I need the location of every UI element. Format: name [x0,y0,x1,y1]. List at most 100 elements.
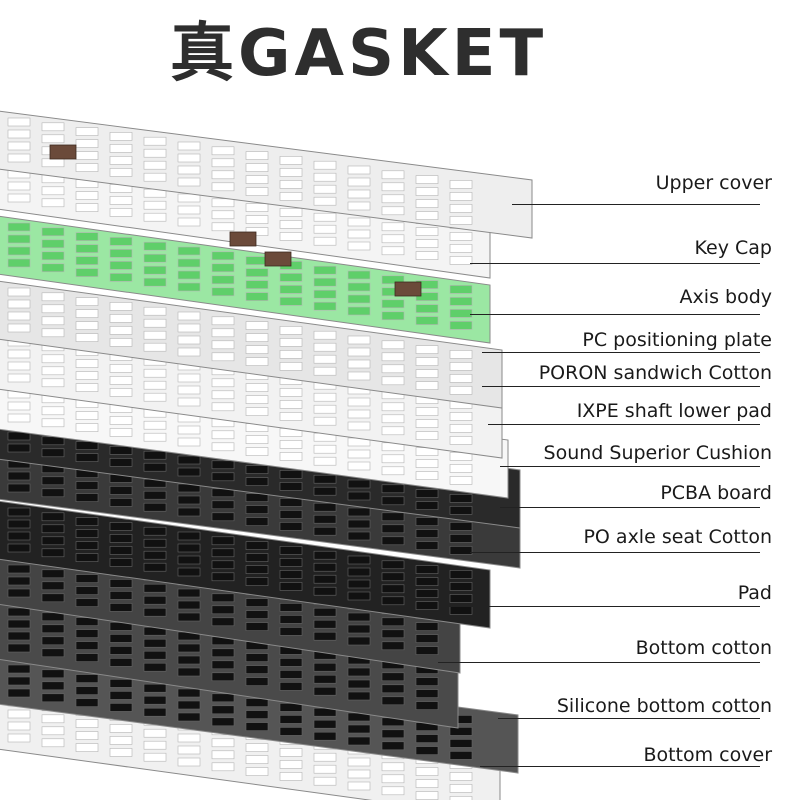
hole [109,486,133,495]
key [211,146,235,156]
key [143,148,167,158]
key [245,215,269,224]
hole [109,603,133,612]
key [245,743,269,752]
key [177,177,201,187]
key [211,170,235,180]
switch [381,311,405,321]
layer-label: Key Cap [694,237,772,259]
hole [313,631,337,641]
switch [381,299,405,309]
hole [75,529,99,538]
key [41,366,65,376]
key [449,412,473,421]
switch [109,237,133,246]
switch [177,270,201,280]
leader-line [438,662,760,663]
key [41,406,65,416]
hole [143,595,167,605]
key [211,158,235,168]
hole [381,524,405,534]
key [449,350,473,359]
key [313,196,337,206]
hole [7,688,31,698]
key [245,767,269,776]
hole [7,564,31,574]
hole [381,596,405,606]
key [347,217,371,227]
key [75,127,99,136]
key [211,352,235,362]
hole [177,655,201,665]
hole [279,570,303,579]
accent-keycap [264,251,292,267]
key [41,304,65,314]
hole [211,660,235,670]
hole [177,567,201,577]
leader-line [482,386,760,387]
hole [279,498,303,507]
hole [245,653,269,662]
key [211,182,235,192]
hole [449,594,473,603]
key [143,368,167,378]
key [109,724,133,733]
layer-label: PCBA board [660,482,772,504]
key [177,437,201,447]
key [211,750,235,760]
key [415,251,439,260]
key [313,416,337,426]
hole [415,689,439,698]
layer-upper-cover [0,110,533,239]
key [109,338,133,347]
key [143,752,167,762]
key [381,426,405,436]
hole [7,607,31,617]
key [449,232,473,241]
hole [109,446,133,455]
key [75,321,99,330]
hole [245,598,269,607]
key [279,362,303,371]
switch [143,253,167,263]
key [449,192,473,201]
key [347,461,371,471]
hole [177,555,201,565]
key [75,191,99,200]
hole [313,586,337,596]
key [381,340,405,350]
hole [381,484,405,494]
switch [41,251,65,261]
key [313,764,337,774]
key [177,311,201,321]
hole [279,715,303,724]
hole [415,589,439,598]
switch [211,287,235,297]
key [415,459,439,468]
hole [279,682,303,691]
switch [313,301,337,311]
hole [109,498,133,507]
switch [347,270,371,280]
hole [143,450,167,460]
key [41,198,65,208]
key [381,402,405,412]
hole [75,674,99,683]
switch [7,258,31,268]
hole [381,617,405,627]
key [449,476,473,485]
layer-label: PORON sandwich Cotton [538,362,772,384]
hole [313,474,337,484]
key [41,354,65,364]
hole [347,507,371,517]
switch [279,297,303,306]
key [109,156,133,165]
key [449,180,473,189]
hole [211,693,235,703]
key [7,153,31,163]
hole [381,584,405,594]
key [279,412,303,421]
hole [109,546,133,555]
key [245,357,269,366]
key [313,184,337,194]
